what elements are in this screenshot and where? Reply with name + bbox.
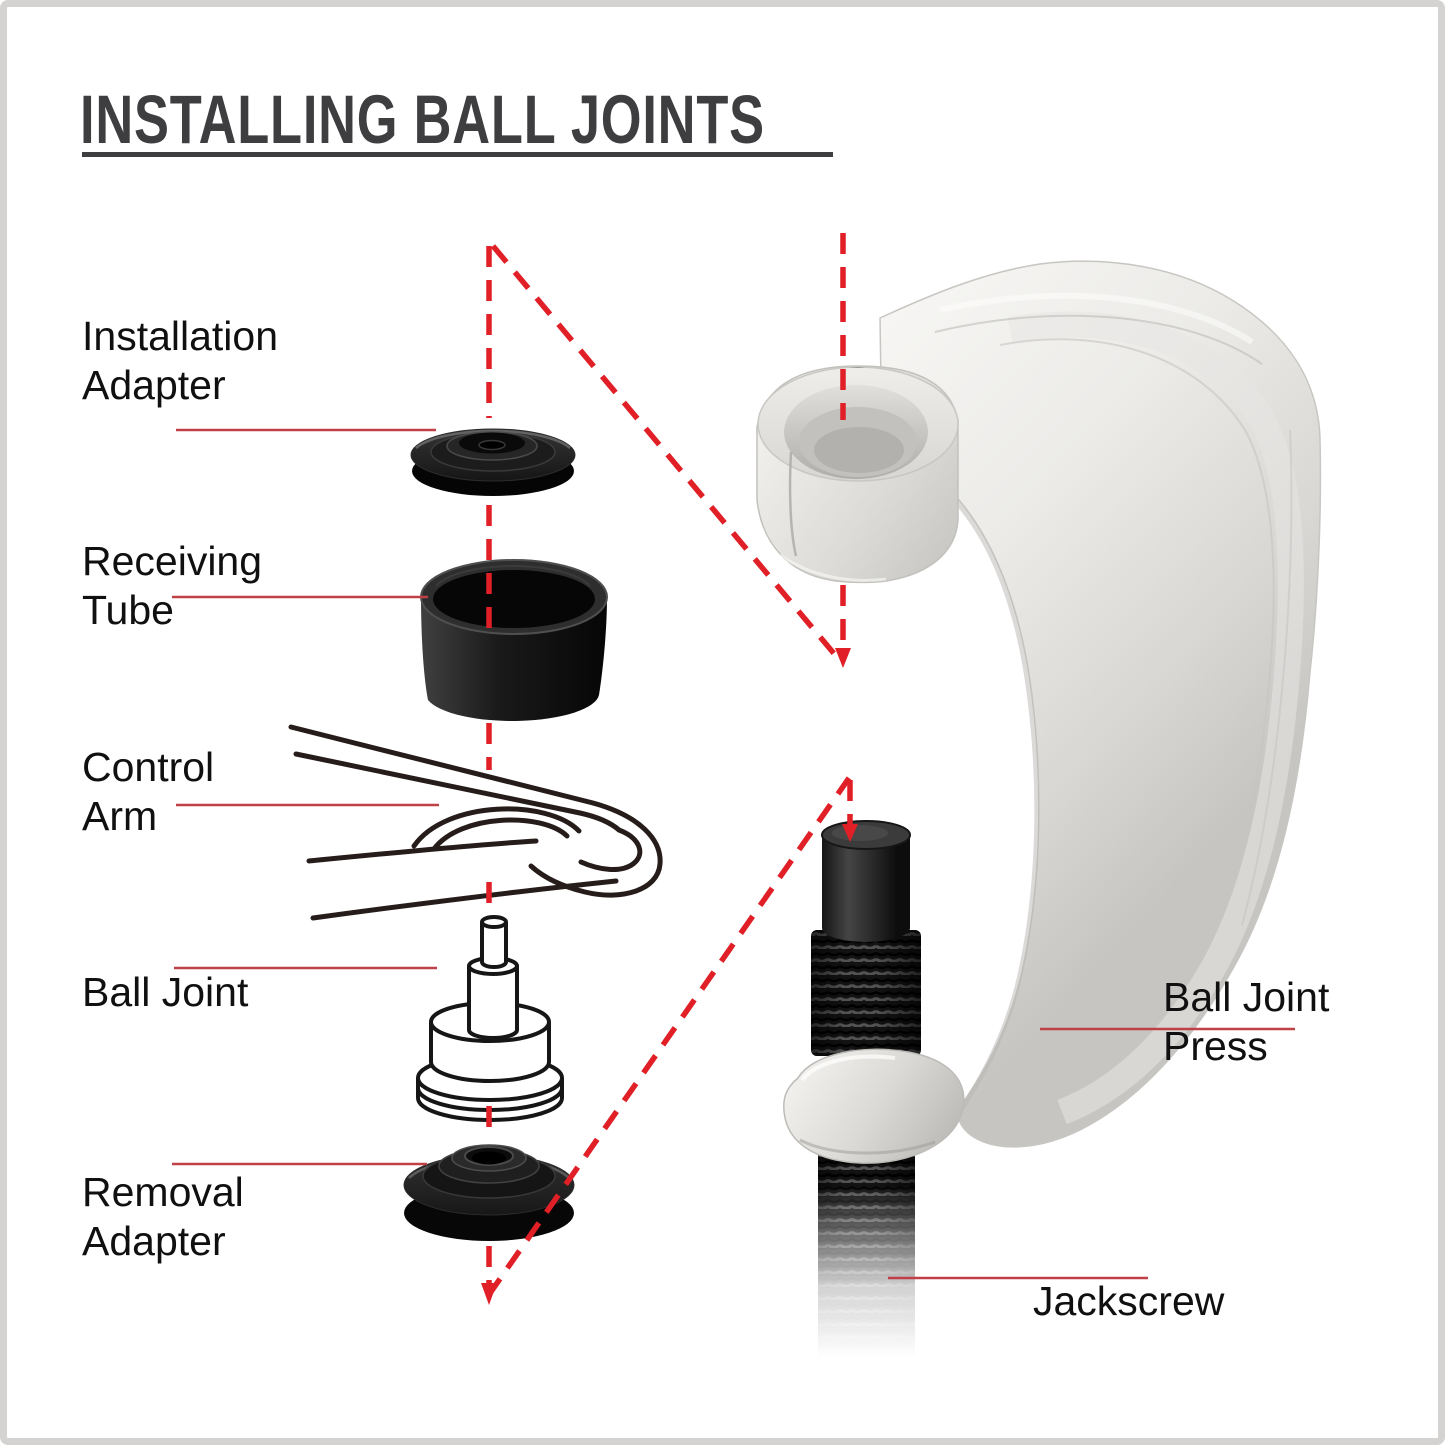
- label-control-arm: Control Arm: [82, 743, 214, 841]
- label-receiving-tube: Receiving Tube: [82, 537, 262, 635]
- control-arm-drawing: [288, 724, 663, 921]
- label-line: Adapter: [82, 1218, 226, 1264]
- removal-adapter-photo: [403, 1144, 575, 1241]
- label-leader-lines: [172, 428, 1295, 1280]
- press-c-frame: [879, 260, 1322, 1148]
- label-line: Press: [1163, 1023, 1268, 1069]
- projection-arrowheads: [481, 648, 858, 1305]
- receiving-tube-photo: [420, 559, 608, 721]
- page-title: INSTALLING BALL JOINTS: [80, 81, 765, 158]
- label-jackscrew: Jackscrew: [1033, 1277, 1224, 1326]
- label-line: Receiving: [82, 538, 263, 584]
- label-ball-joint: Ball Joint: [82, 968, 248, 1017]
- title-underline: [82, 152, 833, 157]
- label-line: Adapter: [82, 362, 226, 408]
- label-line: Control: [82, 744, 215, 790]
- ball-joint-drawing: [416, 915, 564, 1122]
- label-line: Installation: [82, 313, 279, 359]
- label-line: Tube: [82, 587, 174, 633]
- label-line: Ball Joint: [82, 969, 249, 1015]
- ball-joint-press-photo: [756, 260, 1322, 1380]
- label-installation-adapter: Installation Adapter: [82, 312, 278, 410]
- label-line: Removal: [82, 1169, 244, 1215]
- projection-dashed-lines: [485, 233, 853, 1298]
- press-collar: [756, 365, 959, 584]
- label-line: Jackscrew: [1033, 1278, 1225, 1324]
- label-line: Arm: [82, 793, 158, 839]
- jackscrew-photo: [806, 820, 931, 1380]
- label-ball-joint-press: Ball Joint Press: [1163, 973, 1329, 1071]
- installation-adapter-photo: [410, 428, 576, 496]
- label-removal-adapter: Removal Adapter: [82, 1168, 244, 1266]
- press-boss: [783, 1048, 965, 1164]
- label-line: Ball Joint: [1163, 974, 1330, 1020]
